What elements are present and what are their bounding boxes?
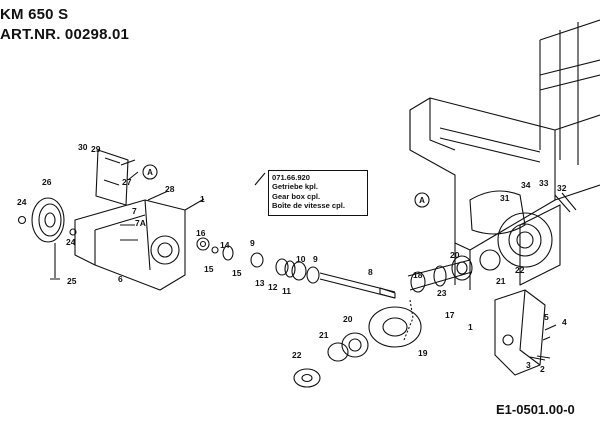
gearbox-part-number: 071.66.920 <box>272 173 311 182</box>
callout: 25 <box>67 276 77 286</box>
callout: 30 <box>78 142 88 152</box>
callout: 5 <box>544 312 549 322</box>
document-code: E1-0501.00-0 <box>496 402 575 417</box>
reference-marker-a: A A <box>142 164 430 208</box>
shaft-8 <box>319 272 396 299</box>
callout: 28 <box>165 184 175 194</box>
callout: 21 <box>319 330 329 340</box>
callout: 22 <box>292 350 302 360</box>
callout: 20 <box>450 250 460 260</box>
article-number: ART.NR. 00298.01 <box>0 26 130 43</box>
callout: 1 <box>468 322 473 332</box>
callout: 15 <box>232 268 242 278</box>
plate-31 <box>469 190 526 235</box>
callout: 9 <box>250 238 255 248</box>
callout: 34 <box>521 180 531 190</box>
callout: 7A <box>135 218 146 228</box>
pulley-26 <box>31 197 65 243</box>
callout: 6 <box>118 274 123 284</box>
model-title: KM 650 S <box>0 6 69 23</box>
callout: 16 <box>196 228 206 238</box>
callout: 18 <box>413 270 423 280</box>
gearbox-description-fr: Boîte de vitesse cpl. <box>272 201 346 211</box>
bracket-27 <box>95 149 129 206</box>
callout: 19 <box>418 348 428 358</box>
callout: 12 <box>268 282 278 292</box>
gearbox-cover <box>497 212 553 268</box>
callout: 21 <box>496 276 506 286</box>
callout: 32 <box>557 183 567 193</box>
callout: 33 <box>539 178 549 188</box>
callout: 10 <box>296 254 306 264</box>
callout: 9 <box>313 254 318 264</box>
callout: 24 <box>66 237 76 247</box>
callout: 15 <box>204 264 214 274</box>
frame-chassis <box>409 19 600 290</box>
callout: 27 <box>122 177 132 187</box>
callout: 26 <box>42 177 52 187</box>
callout: 17 <box>445 310 455 320</box>
callout: 22 <box>515 265 525 275</box>
reference-marker-a-text: A <box>419 196 425 205</box>
callout-labels: 30 29 27 28 26 24 24 1 7 7A 16 14 15 15 … <box>17 142 567 374</box>
callout: 31 <box>500 193 510 203</box>
shaft-parts <box>196 237 320 284</box>
gearbox-description-de: Getriebe kpl. <box>272 182 319 192</box>
callout: 8 <box>368 267 373 277</box>
gearbox-description-en: Gear box cpl. <box>272 191 321 201</box>
callout: 29 <box>91 144 101 154</box>
callout: 2 <box>540 364 545 374</box>
gearbox-housing-right <box>494 289 546 376</box>
callout: 23 <box>437 288 447 298</box>
callout: 4 <box>562 317 567 327</box>
reference-marker-a-text: A <box>147 168 153 177</box>
callout: 14 <box>220 240 230 250</box>
callout: 13 <box>255 278 265 288</box>
gearbox-housing-left <box>74 199 186 291</box>
gearbox-info-box: 071.66.920 Getriebe kpl. Gear box cpl. B… <box>268 170 368 216</box>
callout: 20 <box>343 314 353 324</box>
gear-19 <box>368 299 422 348</box>
callout: 11 <box>282 286 291 296</box>
callout: 3 <box>526 360 531 370</box>
callout: 24 <box>17 197 27 207</box>
callout: 1 <box>200 194 205 204</box>
shaft-17 <box>407 259 473 293</box>
callout: 7 <box>132 206 137 216</box>
